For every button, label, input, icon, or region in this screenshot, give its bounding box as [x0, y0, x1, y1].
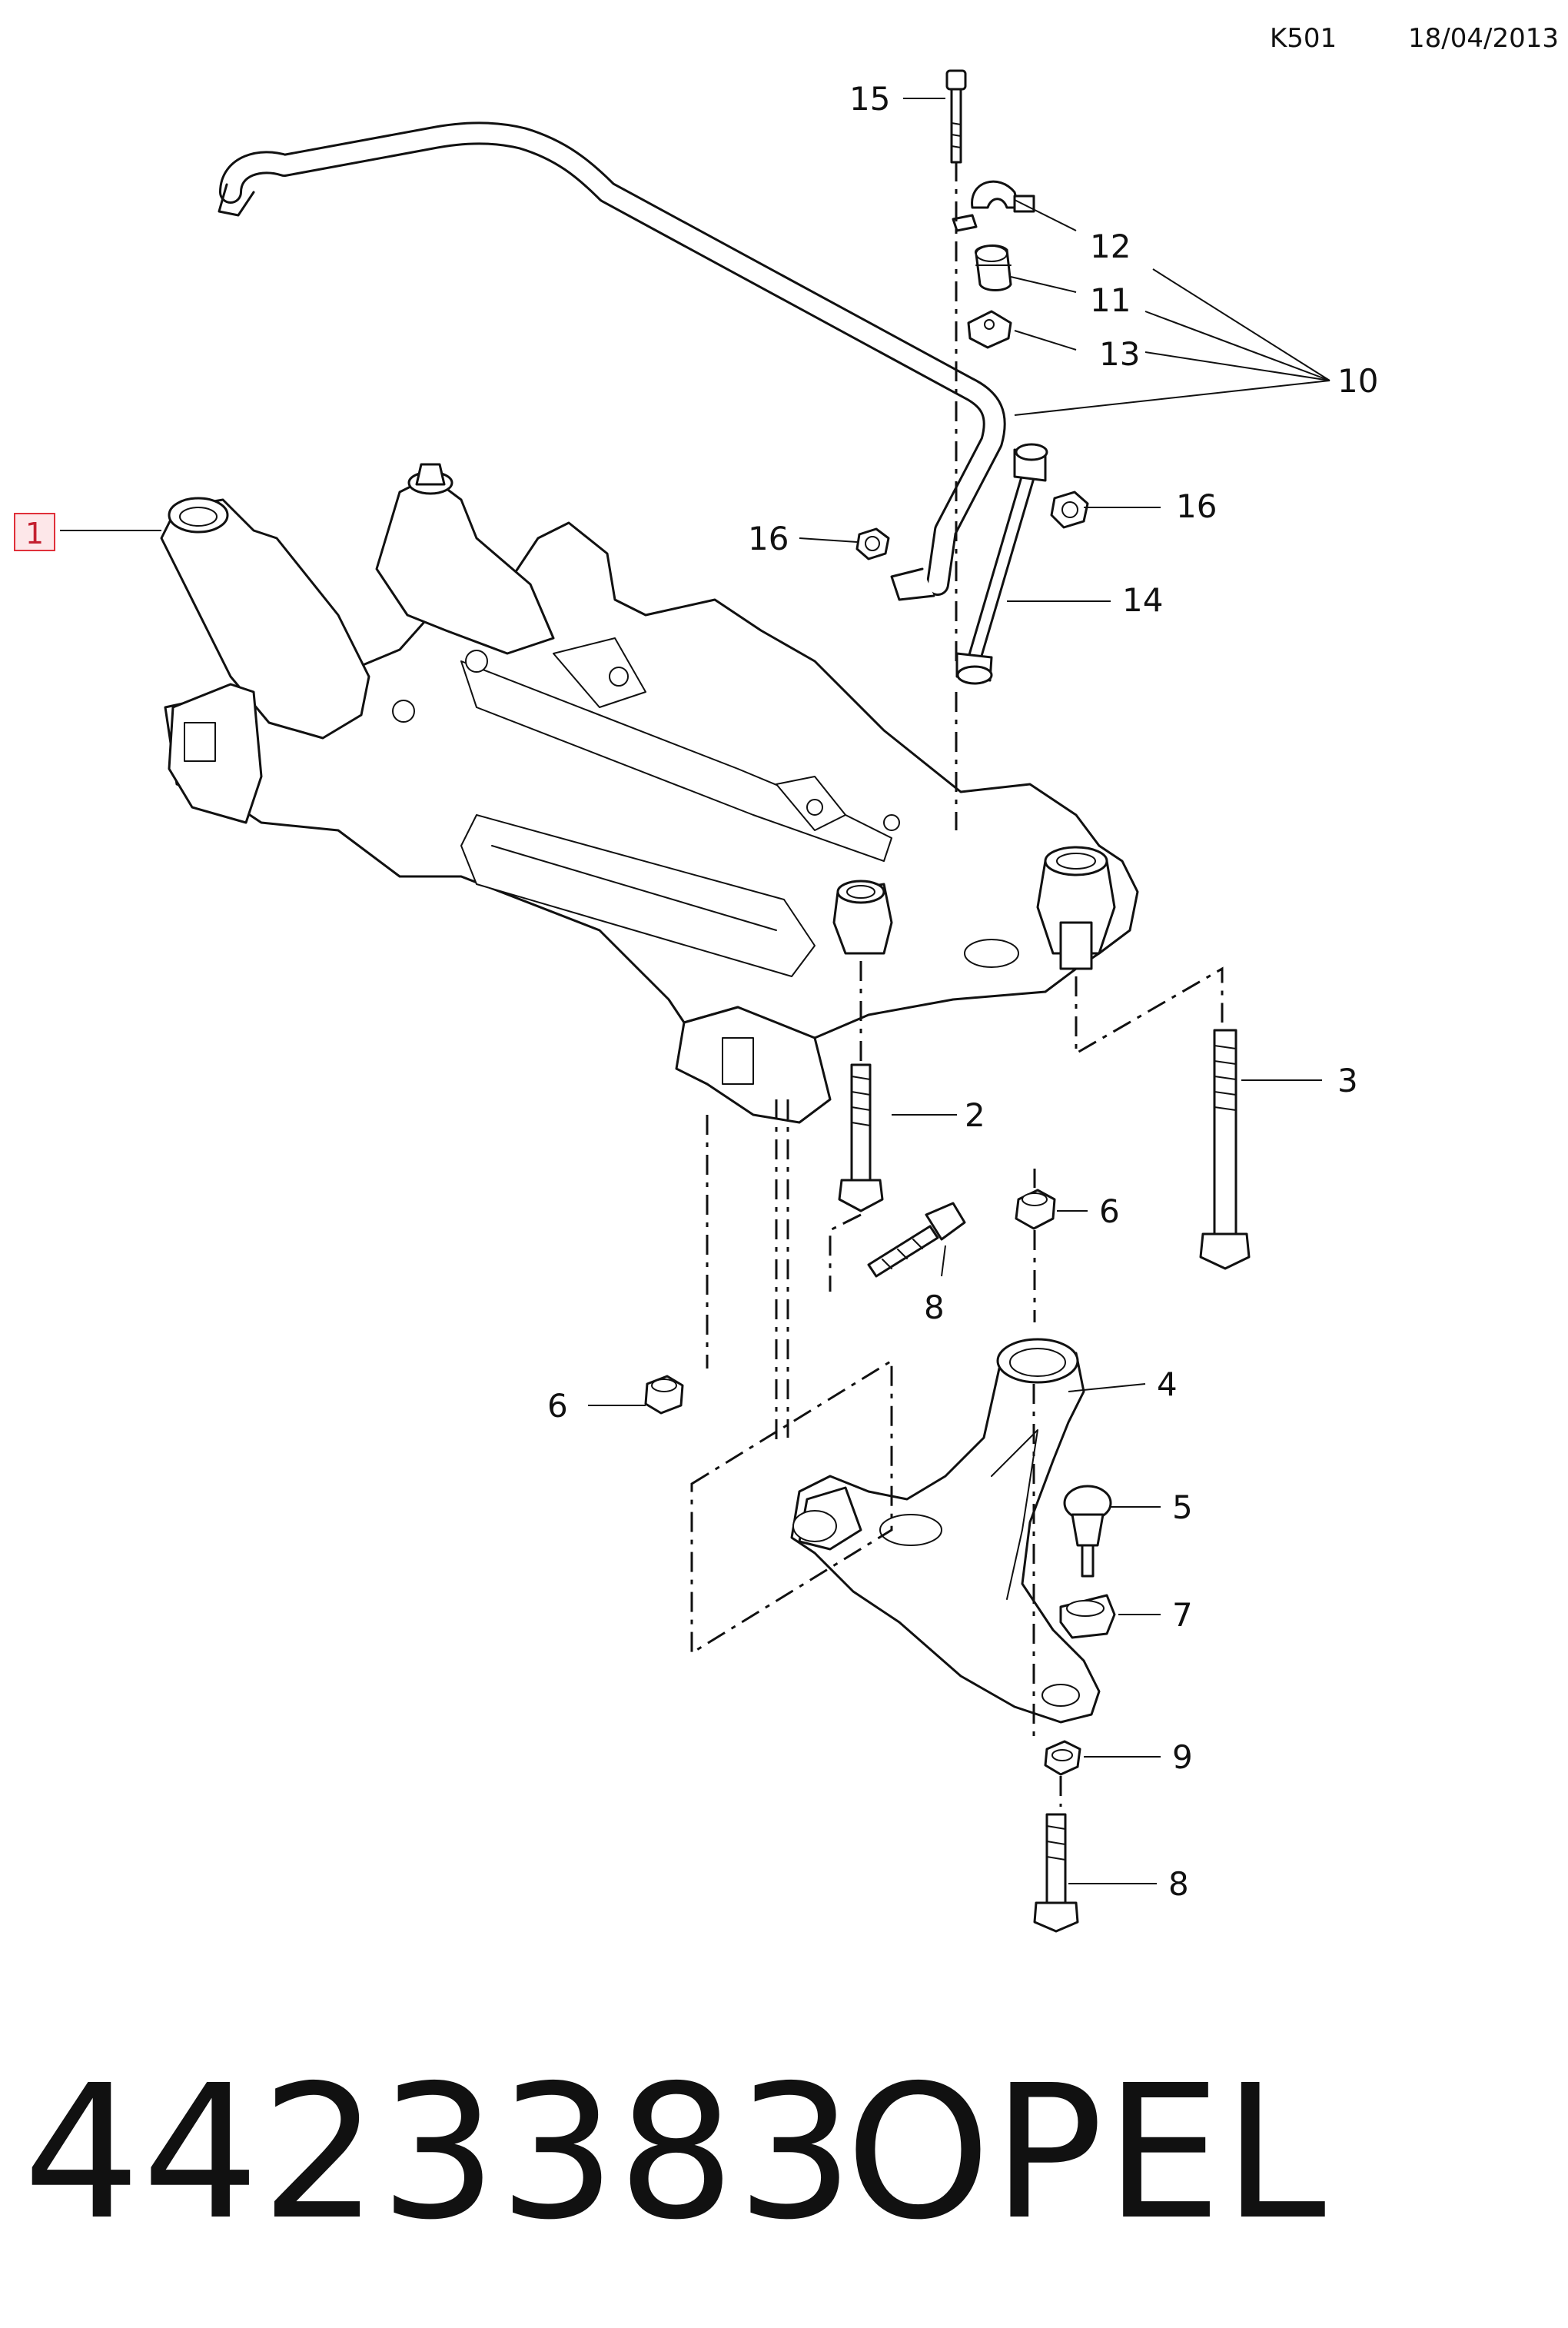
stabilizer-clamp[interactable]	[952, 180, 1035, 232]
callout-2[interactable]: 2	[965, 1096, 985, 1134]
control-arm[interactable]	[790, 1338, 1101, 1724]
nut-16-right[interactable]	[1050, 491, 1089, 529]
front-subframe[interactable]	[160, 463, 1139, 1124]
callout-1-selected[interactable]: 1	[14, 513, 55, 551]
nut-6-upper[interactable]	[1015, 1189, 1056, 1230]
bolt-15[interactable]	[945, 69, 967, 164]
callout-9[interactable]: 9	[1172, 1738, 1193, 1776]
diagram-reference: K501	[1270, 23, 1337, 54]
callout-14[interactable]: 14	[1122, 581, 1163, 619]
callout-6-left[interactable]: 6	[547, 1387, 568, 1425]
callout-numbers: 15 12 11 13 10 16 16 14 2 3 6 8 6 4 5 7 …	[547, 80, 1378, 1903]
assembly-guide-lines	[690, 161, 1224, 1807]
callout-13[interactable]: 13	[1099, 335, 1140, 373]
stabilizer-bar[interactable]	[218, 121, 1006, 601]
nut-6-left[interactable]	[644, 1375, 684, 1415]
callout-16-right[interactable]: 16	[1176, 487, 1217, 525]
stabilizer-link[interactable]	[955, 443, 1048, 685]
stabilizer-pad[interactable]	[967, 310, 1012, 349]
callout-15[interactable]: 15	[849, 80, 890, 118]
part-number: 4423383	[23, 2045, 855, 2260]
brand-name: OPEL	[845, 2045, 1327, 2260]
callout-10[interactable]: 10	[1337, 362, 1378, 400]
callout-8-upper[interactable]: 8	[924, 1289, 945, 1326]
callout-leaders	[60, 98, 1330, 1884]
pinch-clamp[interactable]	[1059, 1594, 1116, 1639]
diagram-date: 18/04/2013	[1408, 23, 1559, 54]
bolt-8-upper[interactable]	[867, 1202, 966, 1278]
callout-5[interactable]: 5	[1172, 1488, 1193, 1526]
callout-12[interactable]: 12	[1090, 228, 1131, 265]
callout-4[interactable]: 4	[1157, 1365, 1178, 1403]
callout-8-lower[interactable]: 8	[1168, 1865, 1189, 1903]
nut-16-left[interactable]	[855, 527, 890, 560]
bolt-3[interactable]	[1199, 1029, 1251, 1270]
callout-3[interactable]: 3	[1337, 1062, 1358, 1099]
callout-16-left[interactable]: 16	[748, 520, 789, 557]
ball-joint[interactable]	[1063, 1485, 1112, 1578]
nut-9[interactable]	[1044, 1740, 1081, 1776]
callout-7[interactable]: 7	[1172, 1596, 1193, 1634]
stabilizer-bushing[interactable]	[975, 244, 1012, 291]
bolt-2[interactable]	[838, 1063, 884, 1212]
callout-11[interactable]: 11	[1090, 281, 1131, 319]
callout-6-right[interactable]: 6	[1099, 1192, 1120, 1230]
bolt-8-lower[interactable]	[1033, 1813, 1079, 1933]
